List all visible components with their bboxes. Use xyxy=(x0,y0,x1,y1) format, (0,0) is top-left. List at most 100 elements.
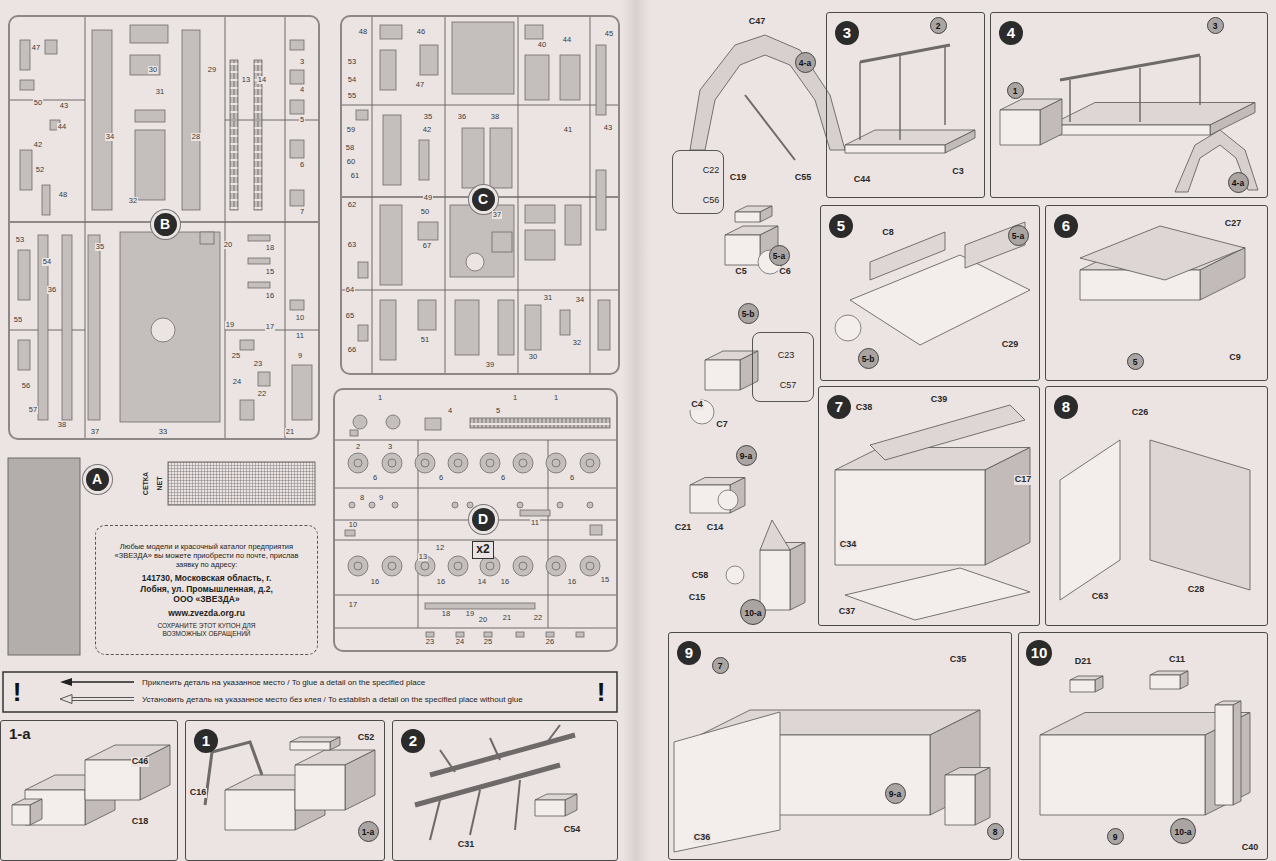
sprue-number: 6 xyxy=(299,161,305,169)
step-number: 10 xyxy=(1026,640,1052,666)
sprue-part xyxy=(525,305,541,350)
callout-number: 2 xyxy=(930,17,947,34)
sprue-part xyxy=(462,128,484,188)
wheel-hub xyxy=(388,562,396,570)
step-number: 2 xyxy=(401,729,425,753)
wheel-hub xyxy=(519,562,527,570)
part-drawing xyxy=(565,794,577,816)
wall-drawing xyxy=(870,232,945,280)
step-panel: 1-a xyxy=(0,720,178,861)
small-part xyxy=(369,502,375,508)
sprue-number: 17 xyxy=(348,601,358,609)
part-label: C9 xyxy=(1228,353,1242,363)
sprue-part xyxy=(290,40,304,50)
floor-drawing xyxy=(845,568,1030,620)
sprue-number: 46 xyxy=(416,28,426,36)
sprue-part xyxy=(380,300,396,360)
rod-drawing xyxy=(745,95,795,160)
runner xyxy=(225,120,320,121)
wheel-hub xyxy=(421,459,429,467)
sprue-number: 4 xyxy=(447,407,453,415)
sprue-number: 36 xyxy=(47,286,57,294)
small-part xyxy=(517,502,523,508)
wheel-part xyxy=(382,556,402,576)
sprue-part xyxy=(426,632,434,637)
part-drawing xyxy=(330,737,340,750)
sprue-part xyxy=(596,45,606,115)
runner xyxy=(1139,68,1141,122)
sprue-sheet: A xyxy=(8,458,112,506)
hull-drawing xyxy=(835,470,985,565)
sprue-number: 23 xyxy=(253,360,263,368)
page-fold xyxy=(622,0,650,861)
sprue-letter: C xyxy=(472,188,495,211)
part-label: C14 xyxy=(706,523,725,533)
step-number: 6 xyxy=(1054,214,1078,238)
step-panel: 2 xyxy=(392,720,618,861)
frame-drawing xyxy=(860,45,950,62)
part-label: C18 xyxy=(131,817,150,827)
step-panel: 4 xyxy=(990,12,1268,198)
part-drawing xyxy=(760,550,790,610)
sprue-number: 5 xyxy=(495,407,501,415)
sprue-part xyxy=(200,232,214,244)
sprue-number: 21 xyxy=(285,428,295,436)
wheel-hub xyxy=(486,459,494,467)
sprue-part xyxy=(418,222,438,240)
runner xyxy=(590,15,591,375)
part-label: C3 xyxy=(951,167,965,177)
sprue-number: 2 xyxy=(355,443,361,451)
sprue-part xyxy=(452,22,514,94)
sprue-number: 45 xyxy=(604,30,614,38)
step-panel: 10 xyxy=(1018,632,1268,860)
sprue-number: 54 xyxy=(42,258,52,266)
sprue-number: 33 xyxy=(158,428,168,436)
sprue-part xyxy=(290,100,304,114)
wheel-part xyxy=(546,453,566,473)
wheel-hub xyxy=(586,562,594,570)
sprue-number: 37 xyxy=(90,428,100,436)
sprue-number: 61 xyxy=(350,172,360,180)
runner xyxy=(1069,80,1071,122)
sprue-number: 16 xyxy=(567,578,577,586)
sprue-part xyxy=(525,230,555,260)
small-part xyxy=(349,502,355,508)
sprue-part xyxy=(492,232,512,252)
sprue-frame: Dx2 xyxy=(333,388,618,652)
sprue-part xyxy=(20,150,32,190)
part-label: C26 xyxy=(1131,408,1150,418)
sprue-part xyxy=(380,25,402,39)
sprue-number: 42 xyxy=(33,141,43,149)
sprue-number: 41 xyxy=(563,126,573,134)
part-label: C8 xyxy=(881,228,895,238)
frame-drawing xyxy=(440,750,455,772)
part-label: C17 xyxy=(1014,475,1033,485)
wheel-part xyxy=(480,556,500,576)
runner xyxy=(372,15,373,375)
sprue-part xyxy=(380,205,402,285)
sprue-number: 18 xyxy=(441,610,451,618)
net-sheet xyxy=(168,462,315,505)
part-drawing xyxy=(726,566,744,584)
sprue-number: 26 xyxy=(545,638,555,646)
legend-arrow xyxy=(58,676,136,688)
sprue-number: 53 xyxy=(15,236,25,244)
sprue-part xyxy=(380,50,396,90)
sprue-number: 65 xyxy=(345,312,355,320)
wheel-part xyxy=(348,556,368,576)
sprue-part xyxy=(258,372,270,386)
hull-hole xyxy=(466,253,484,271)
wheel-part xyxy=(513,556,533,576)
sprue-number: 7 xyxy=(299,208,305,216)
sprue-number: 54 xyxy=(347,76,357,84)
sprue-number: 35 xyxy=(95,243,105,251)
part-label: C6 xyxy=(778,267,792,277)
callout-number: 4-a xyxy=(1228,172,1249,193)
part-label: C47 xyxy=(748,17,767,27)
sprue-number: 40 xyxy=(537,41,547,49)
small-part xyxy=(452,502,458,508)
sprue-number: 15 xyxy=(265,268,275,276)
sprue-part xyxy=(450,205,514,277)
plate-drawing xyxy=(945,130,975,153)
